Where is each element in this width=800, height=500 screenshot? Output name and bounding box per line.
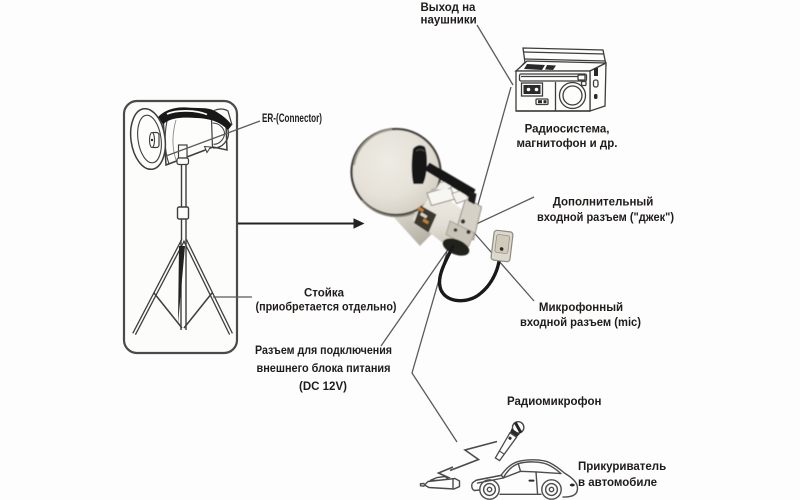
- svg-text:Прикуриватель: Прикуриватель: [578, 461, 666, 473]
- svg-text:входной разъем (mic): входной разъем (mic): [520, 317, 641, 329]
- svg-text:Радиосистема,: Радиосистема,: [525, 124, 610, 136]
- svg-text:Стойка: Стойка: [304, 288, 345, 300]
- svg-text:Дополнительный: Дополнительный: [553, 197, 654, 209]
- svg-text:внешнего блока питания: внешнего блока питания: [257, 363, 391, 375]
- svg-text:Микрофонный: Микрофонный: [539, 302, 623, 314]
- svg-text:магнитофон и др.: магнитофон и др.: [517, 138, 618, 150]
- svg-text:ER-(Connector): ER-(Connector): [262, 111, 322, 125]
- svg-text:(DC 12V): (DC 12V): [299, 381, 347, 393]
- svg-text:в автомобиле: в автомобиле: [578, 477, 657, 489]
- svg-text:Радиомикрофон: Радиомикрофон: [507, 396, 601, 408]
- svg-text:Разъем для подключения: Разъем для подключения: [255, 345, 392, 357]
- svg-text:наушники: наушники: [421, 15, 477, 27]
- svg-text:(приобретается отдельно): (приобретается отдельно): [256, 302, 397, 314]
- svg-text:Выход на: Выход на: [421, 2, 477, 14]
- svg-text:входной разъем ("джек"): входной разъем ("джек"): [537, 212, 674, 224]
